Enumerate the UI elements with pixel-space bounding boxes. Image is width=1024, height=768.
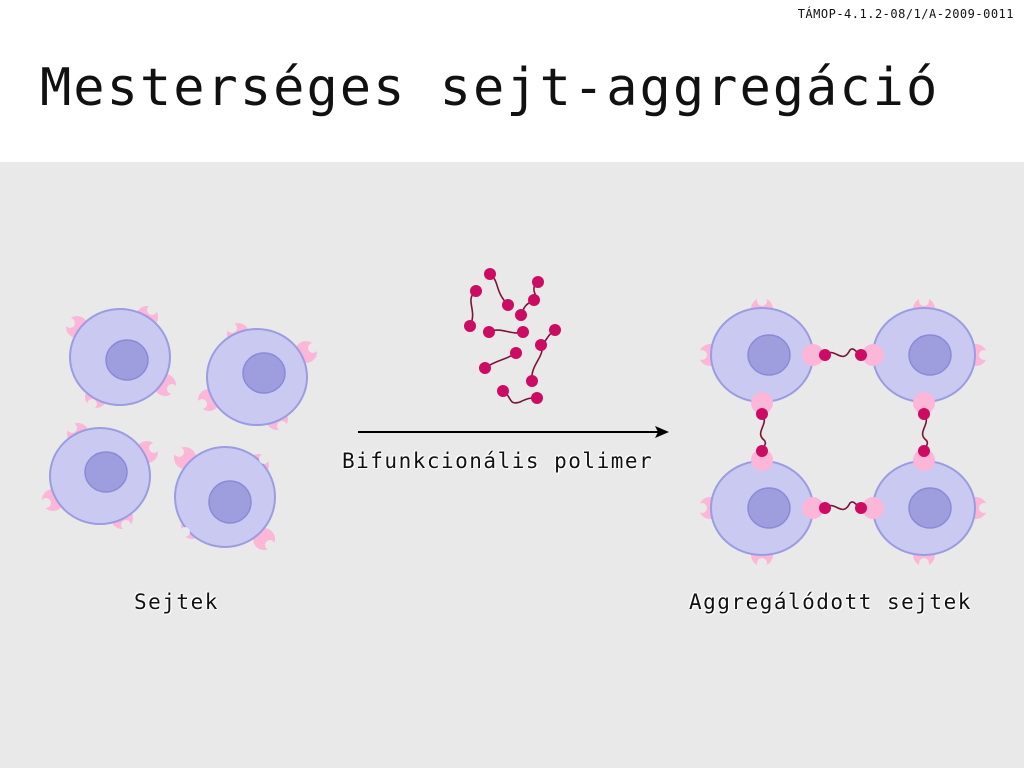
polymer-bead	[549, 324, 561, 336]
polymer-bead	[464, 320, 476, 332]
polymer-bead	[532, 276, 544, 288]
receptor	[751, 392, 773, 414]
polymer-bead	[470, 285, 482, 297]
free-cell	[49, 427, 151, 525]
nucleus	[908, 334, 952, 376]
polymer-bead	[819, 349, 831, 361]
polymer-bead	[855, 349, 867, 361]
aggregated-cells-group	[697, 296, 989, 568]
diagram-panel	[0, 162, 1024, 768]
nucleus	[84, 451, 128, 493]
polymer-beads	[464, 268, 561, 404]
polymer-bead	[483, 326, 495, 338]
aggregated-cells-label: Aggregálódott sejtek	[689, 590, 972, 614]
polymer-bead	[819, 502, 831, 514]
receptor	[913, 392, 935, 414]
polymer-bead	[479, 362, 491, 374]
slide-header: TÁMOP-4.1.2-08/1/A-2009-0011 Mesterséges…	[0, 0, 1024, 162]
aggregated-cell	[872, 307, 976, 403]
nucleus	[208, 480, 252, 524]
receptor	[862, 497, 884, 519]
polymer-bead	[531, 392, 543, 404]
cells-label: Sejtek	[134, 590, 219, 614]
polymer-bead	[526, 375, 538, 387]
polymer-bead	[517, 326, 529, 338]
free-cell	[69, 308, 171, 406]
receptor	[913, 449, 935, 471]
linker-beads	[756, 349, 930, 514]
polymer-bead	[535, 339, 547, 351]
polymer-bead	[756, 408, 768, 420]
polymer-bead	[497, 385, 509, 397]
polymer-bead	[528, 294, 540, 306]
bound-receptors	[751, 344, 935, 519]
polymer-bead	[510, 347, 522, 359]
polymer-bead	[502, 299, 514, 311]
receptor	[802, 344, 824, 366]
polymer-bead	[918, 445, 930, 457]
nucleus	[242, 352, 286, 394]
polymer-bead	[918, 408, 930, 420]
polymer-bead	[855, 502, 867, 514]
polymer-bead	[756, 445, 768, 457]
project-code: TÁMOP-4.1.2-08/1/A-2009-0011	[797, 7, 1014, 21]
nucleus	[747, 334, 791, 376]
aggregated-cell	[710, 460, 814, 556]
nucleus	[105, 339, 149, 381]
nucleus	[747, 487, 791, 529]
free-cell-receptor-notches	[41, 305, 318, 550]
aggregated-cell	[872, 460, 976, 556]
receptor	[751, 449, 773, 471]
reaction-arrow	[358, 426, 669, 438]
free-cell	[174, 446, 276, 548]
polymer-bead	[515, 309, 527, 321]
receptor	[802, 497, 824, 519]
slide-title: Mesterséges sejt-aggregáció	[40, 58, 940, 118]
polymer-bead	[484, 268, 496, 280]
polymer-label: Bifunkcionális polimer	[342, 449, 654, 473]
aggregated-cell	[710, 307, 814, 403]
receptor	[862, 344, 884, 366]
nucleus	[908, 487, 952, 529]
free-cells-group	[41, 305, 318, 550]
free-cell	[206, 328, 308, 426]
polymer-chains	[469, 273, 556, 404]
